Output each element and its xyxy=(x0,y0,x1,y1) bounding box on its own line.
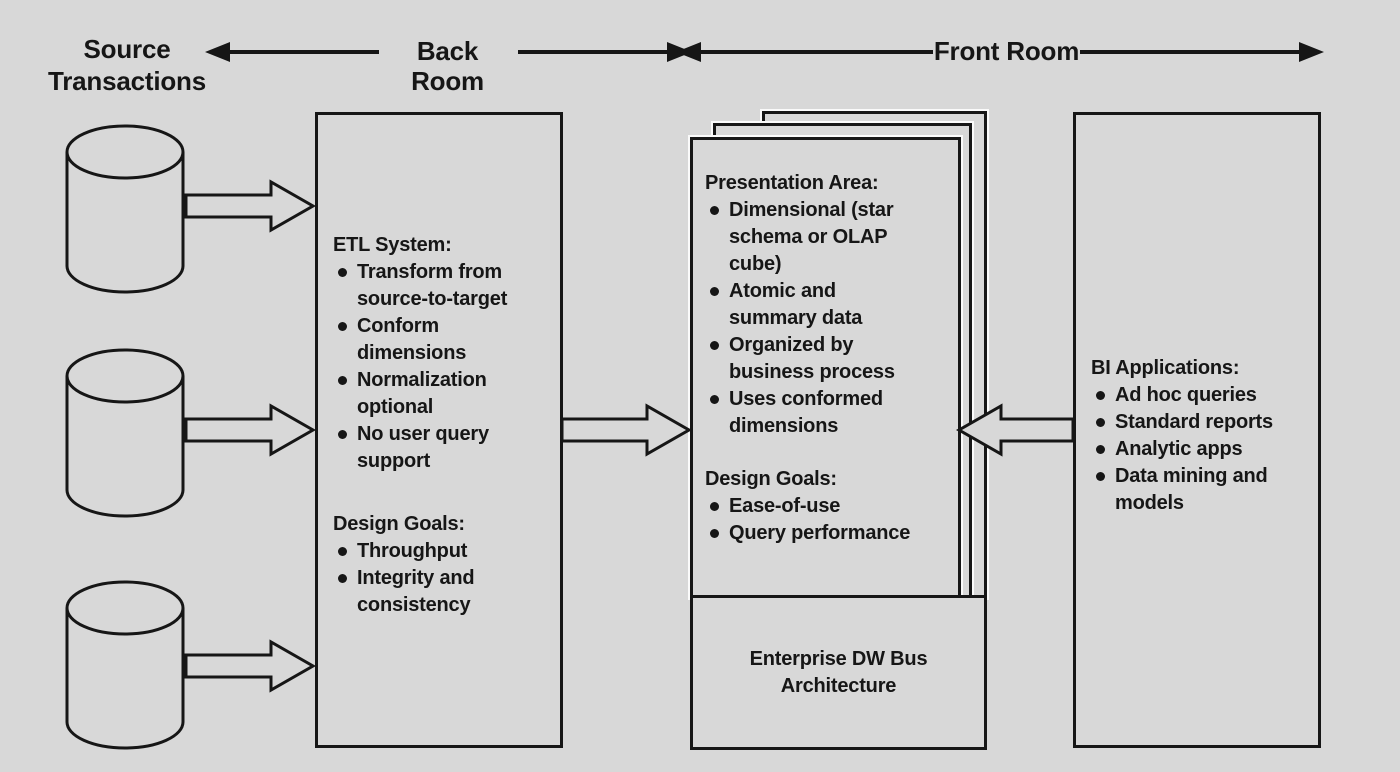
etl-bullet: No user query support xyxy=(333,421,552,475)
presentation-bullet: Organized by business process xyxy=(705,332,952,386)
bi-bullet: Standard reports xyxy=(1091,409,1310,436)
bullet-dot-icon xyxy=(1096,391,1105,400)
bullet-dot-icon xyxy=(710,287,719,296)
presentation-title: Presentation Area: xyxy=(705,172,879,194)
bullet-dot-icon xyxy=(710,529,719,538)
bi-title: BI Applications: xyxy=(1091,357,1240,379)
database-cylinder-icon xyxy=(65,348,185,518)
etl-title: ETL System: xyxy=(333,234,452,256)
bullet-dot-icon xyxy=(710,395,719,404)
etl-goal-bullet: Throughput xyxy=(333,538,552,565)
bullet-dot-icon xyxy=(1096,472,1105,481)
database-cylinder-icon xyxy=(65,124,185,294)
bullet-dot-icon xyxy=(1096,445,1105,454)
bullet-dot-icon xyxy=(338,430,347,439)
presentation-design-goals-title: Design Goals: xyxy=(705,468,837,490)
etl-to-presentation-arrow-icon xyxy=(560,403,693,457)
presentation-bullet: Dimensional (star schema or OLAP cube) xyxy=(705,197,952,278)
bullet-dot-icon xyxy=(710,206,719,215)
bullet-dot-icon xyxy=(710,341,719,350)
source-transactions-label: Source Transactions xyxy=(48,34,206,96)
bullet-dot-icon xyxy=(338,322,347,331)
etl-bullet: Conform dimensions xyxy=(333,313,552,367)
enterprise-dw-bus-label: Enterprise DW Bus Architecture xyxy=(749,647,928,697)
bi-applications-box: BI Applications: Ad hoc queries Standard… xyxy=(1073,112,1321,748)
presentation-goal-bullet: Ease-of-use xyxy=(705,493,952,520)
etl-bullet: Transform from source-to-target xyxy=(333,259,552,313)
presentation-bullet: Atomic and summary data xyxy=(705,278,952,332)
bi-bullet: Data mining and models xyxy=(1091,463,1310,517)
front-room-left-arrow-icon xyxy=(676,42,933,62)
etl-design-goals-title: Design Goals: xyxy=(333,513,465,535)
etl-goal-bullet: Integrity and consistency xyxy=(333,565,552,619)
bullet-dot-icon xyxy=(1096,418,1105,427)
etl-system-box: ETL System: Transform from source-to-tar… xyxy=(315,112,563,748)
bullet-dot-icon xyxy=(338,547,347,556)
back-room-label: Back Room xyxy=(411,36,484,96)
etl-bullet: Normalization optional xyxy=(333,367,552,421)
database-cylinder-icon xyxy=(65,580,185,750)
bi-bullet: Analytic apps xyxy=(1091,436,1310,463)
enterprise-dw-bus-box: Enterprise DW Bus Architecture xyxy=(690,595,987,750)
presentation-goal-bullet: Query performance xyxy=(705,520,952,547)
bullet-dot-icon xyxy=(338,376,347,385)
bi-bullet: Ad hoc queries xyxy=(1091,382,1310,409)
front-room-right-arrow-icon xyxy=(1080,42,1324,62)
presentation-bullet: Uses conformed dimensions xyxy=(705,386,952,440)
bi-to-presentation-arrow-icon xyxy=(955,403,1075,457)
back-room-right-arrow-icon xyxy=(518,42,692,62)
source-to-etl-arrow-icon xyxy=(184,403,317,457)
presentation-area-box: Presentation Area: Dimensional (star sch… xyxy=(690,137,961,598)
front-room-label: Front Room xyxy=(933,36,1080,66)
source-to-etl-arrow-icon xyxy=(184,179,317,233)
source-to-etl-arrow-icon xyxy=(184,639,317,693)
bullet-dot-icon xyxy=(338,268,347,277)
bullet-dot-icon xyxy=(338,574,347,583)
bullet-dot-icon xyxy=(710,502,719,511)
back-room-left-arrow-icon xyxy=(205,42,379,62)
